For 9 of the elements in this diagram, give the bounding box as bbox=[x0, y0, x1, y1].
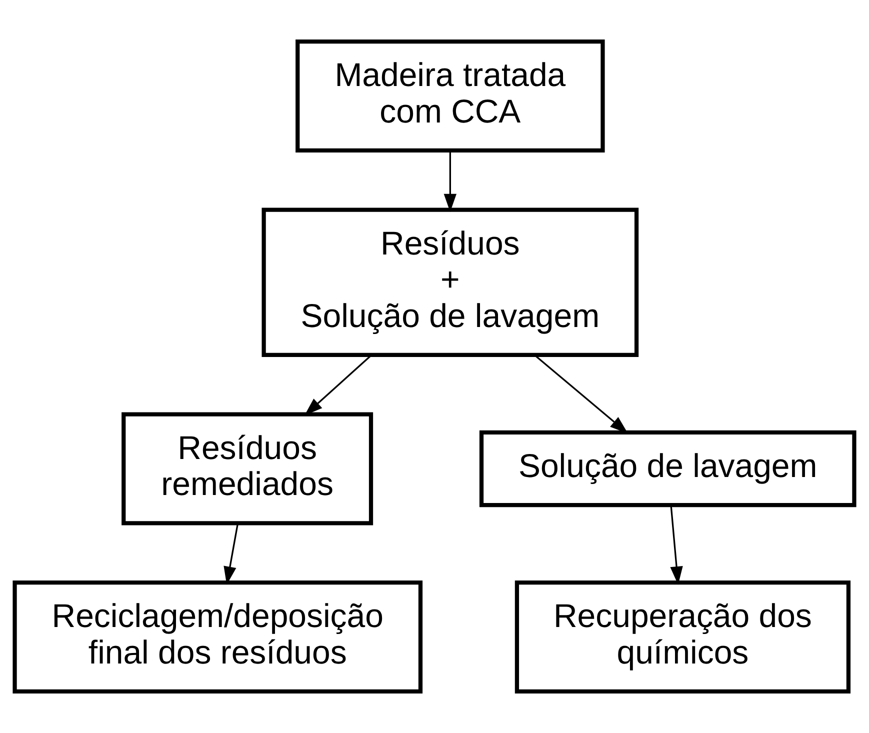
node-box: Resíduos + Solução de lavagem bbox=[262, 208, 639, 358]
node-box: Reciclagem/deposição final dos resíduos bbox=[12, 580, 423, 694]
node-box: Resíduos remediados bbox=[122, 412, 374, 526]
arrow bbox=[224, 523, 239, 585]
node-box: Madeira tratada com CCA bbox=[296, 40, 605, 153]
arrow bbox=[670, 505, 683, 585]
arrow bbox=[444, 150, 457, 212]
node-box: Solução de lavagem bbox=[479, 430, 856, 508]
node-box: Recuperação dos químicos bbox=[514, 580, 851, 694]
